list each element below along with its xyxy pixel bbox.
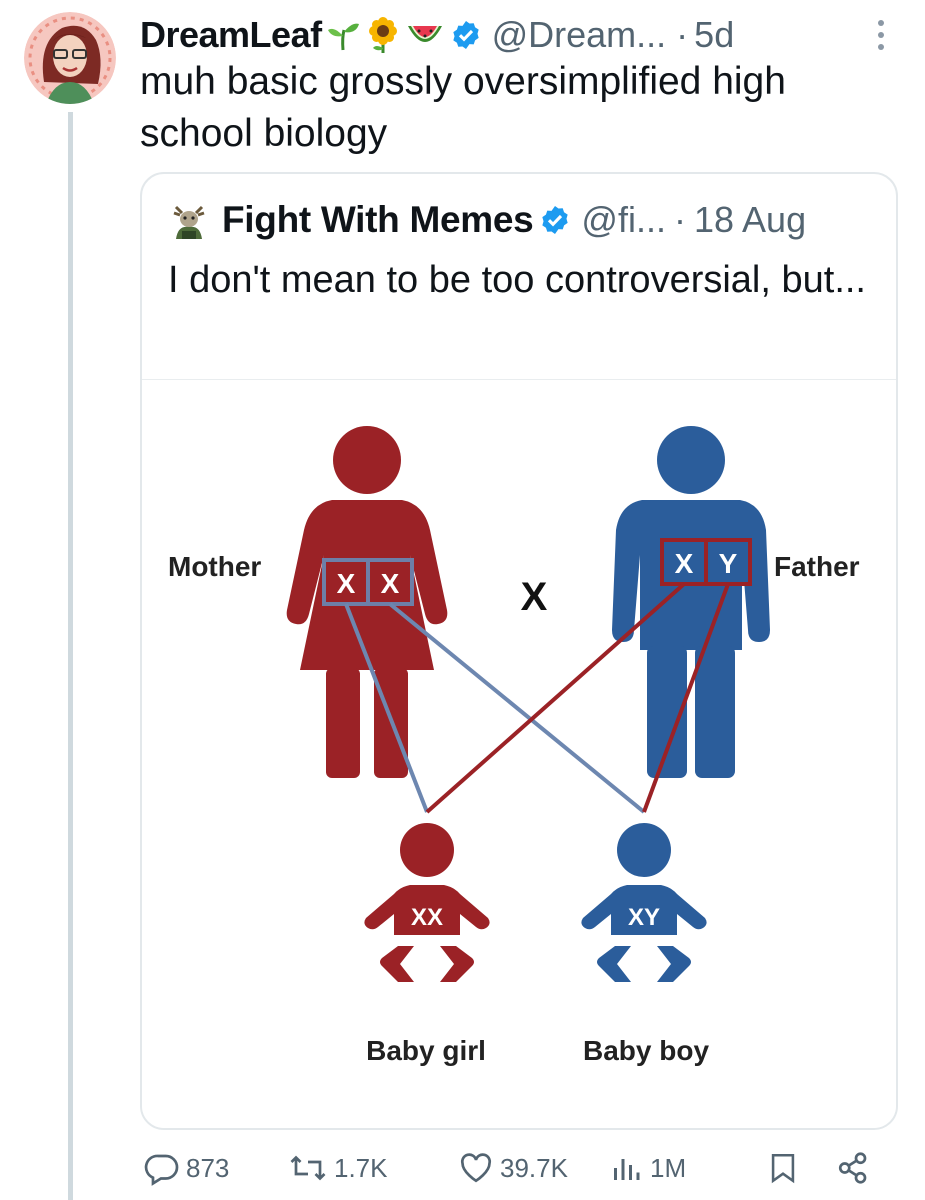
share-button[interactable] xyxy=(834,1150,872,1186)
father-chromosome-1: X xyxy=(675,548,694,579)
quoted-tweet-header: Fight With Memes @fi... · 18 Aug xyxy=(168,198,806,242)
reply-count: 873 xyxy=(186,1152,230,1183)
mother-chromosome-2: X xyxy=(381,568,400,599)
bookmark-button[interactable] xyxy=(766,1150,800,1186)
more-options-icon[interactable] xyxy=(875,18,887,57)
tweet-actions-bar: 873 1.7K 39.7K 1M xyxy=(138,1150,898,1200)
baby-girl-figure: XX xyxy=(364,823,490,982)
tweet-text: muh basic grossly oversimplified high sc… xyxy=(140,60,786,155)
boy-chromosomes: XY xyxy=(628,904,660,931)
baby-girl-label: Baby girl xyxy=(366,1035,486,1066)
quoted-author-name[interactable]: Fight With Memes xyxy=(222,199,534,240)
father-chromosome-2: Y xyxy=(719,548,738,579)
mother-chromosome-1: X xyxy=(337,568,356,599)
baby-boy-label: Baby boy xyxy=(583,1035,709,1066)
baby-boy-figure: XY xyxy=(581,823,707,982)
author-handle[interactable]: @Dream... xyxy=(491,14,667,55)
repost-icon xyxy=(290,1155,326,1181)
father-label: Father xyxy=(774,551,860,582)
author-name[interactable]: DreamLeaf xyxy=(140,14,322,55)
sunflower-icon xyxy=(364,16,402,54)
bookmark-icon xyxy=(771,1153,795,1184)
separator-dot: · xyxy=(676,14,689,55)
share-icon xyxy=(838,1152,867,1184)
quoted-tweet-time[interactable]: 18 Aug xyxy=(693,199,807,240)
reply-icon xyxy=(144,1154,179,1186)
like-count: 39.7K xyxy=(500,1152,568,1183)
views-chart-icon xyxy=(614,1159,640,1180)
views-count: 1M xyxy=(650,1152,687,1183)
quoted-tweet-card[interactable]: Fight With Memes @fi... · 18 Aug I don't… xyxy=(140,172,898,1130)
watermelon-icon xyxy=(406,18,444,52)
repost-button[interactable]: 1.7K xyxy=(288,1150,388,1186)
inheritance-lines xyxy=(344,582,730,814)
thread-line xyxy=(68,112,73,1200)
quoted-tweet-image[interactable]: X X X Y Mother Father X xyxy=(142,379,896,1128)
quoted-tweet-text: I don't mean to be too controversial, bu… xyxy=(168,259,866,301)
quoted-verified-badge-icon[interactable] xyxy=(539,204,571,236)
like-button[interactable]: 39.7K xyxy=(458,1150,568,1186)
quoted-separator-dot: · xyxy=(673,199,686,240)
heart-icon xyxy=(460,1153,492,1183)
author-avatar[interactable] xyxy=(24,12,116,104)
father-figure xyxy=(612,426,770,778)
verified-badge-icon[interactable] xyxy=(450,19,482,51)
seedling-icon xyxy=(326,18,360,52)
views-button[interactable]: 1M xyxy=(608,1150,686,1186)
quoted-author-avatar[interactable] xyxy=(168,199,210,241)
repost-count: 1.7K xyxy=(334,1152,388,1183)
quoted-author-handle[interactable]: @fi... xyxy=(581,199,666,240)
avatar-illustration xyxy=(24,12,116,104)
reply-button[interactable]: 873 xyxy=(144,1150,229,1186)
tweet-header: DreamLeaf @Dream... · 5d xyxy=(140,10,900,60)
cross-symbol: X xyxy=(521,575,548,619)
mother-chromosome-box: X X xyxy=(322,558,414,606)
girl-chromosomes: XX xyxy=(411,904,443,931)
tweet-time[interactable]: 5d xyxy=(694,14,735,55)
mother-label: Mother xyxy=(168,551,261,582)
father-chromosome-box: X Y xyxy=(660,538,752,586)
